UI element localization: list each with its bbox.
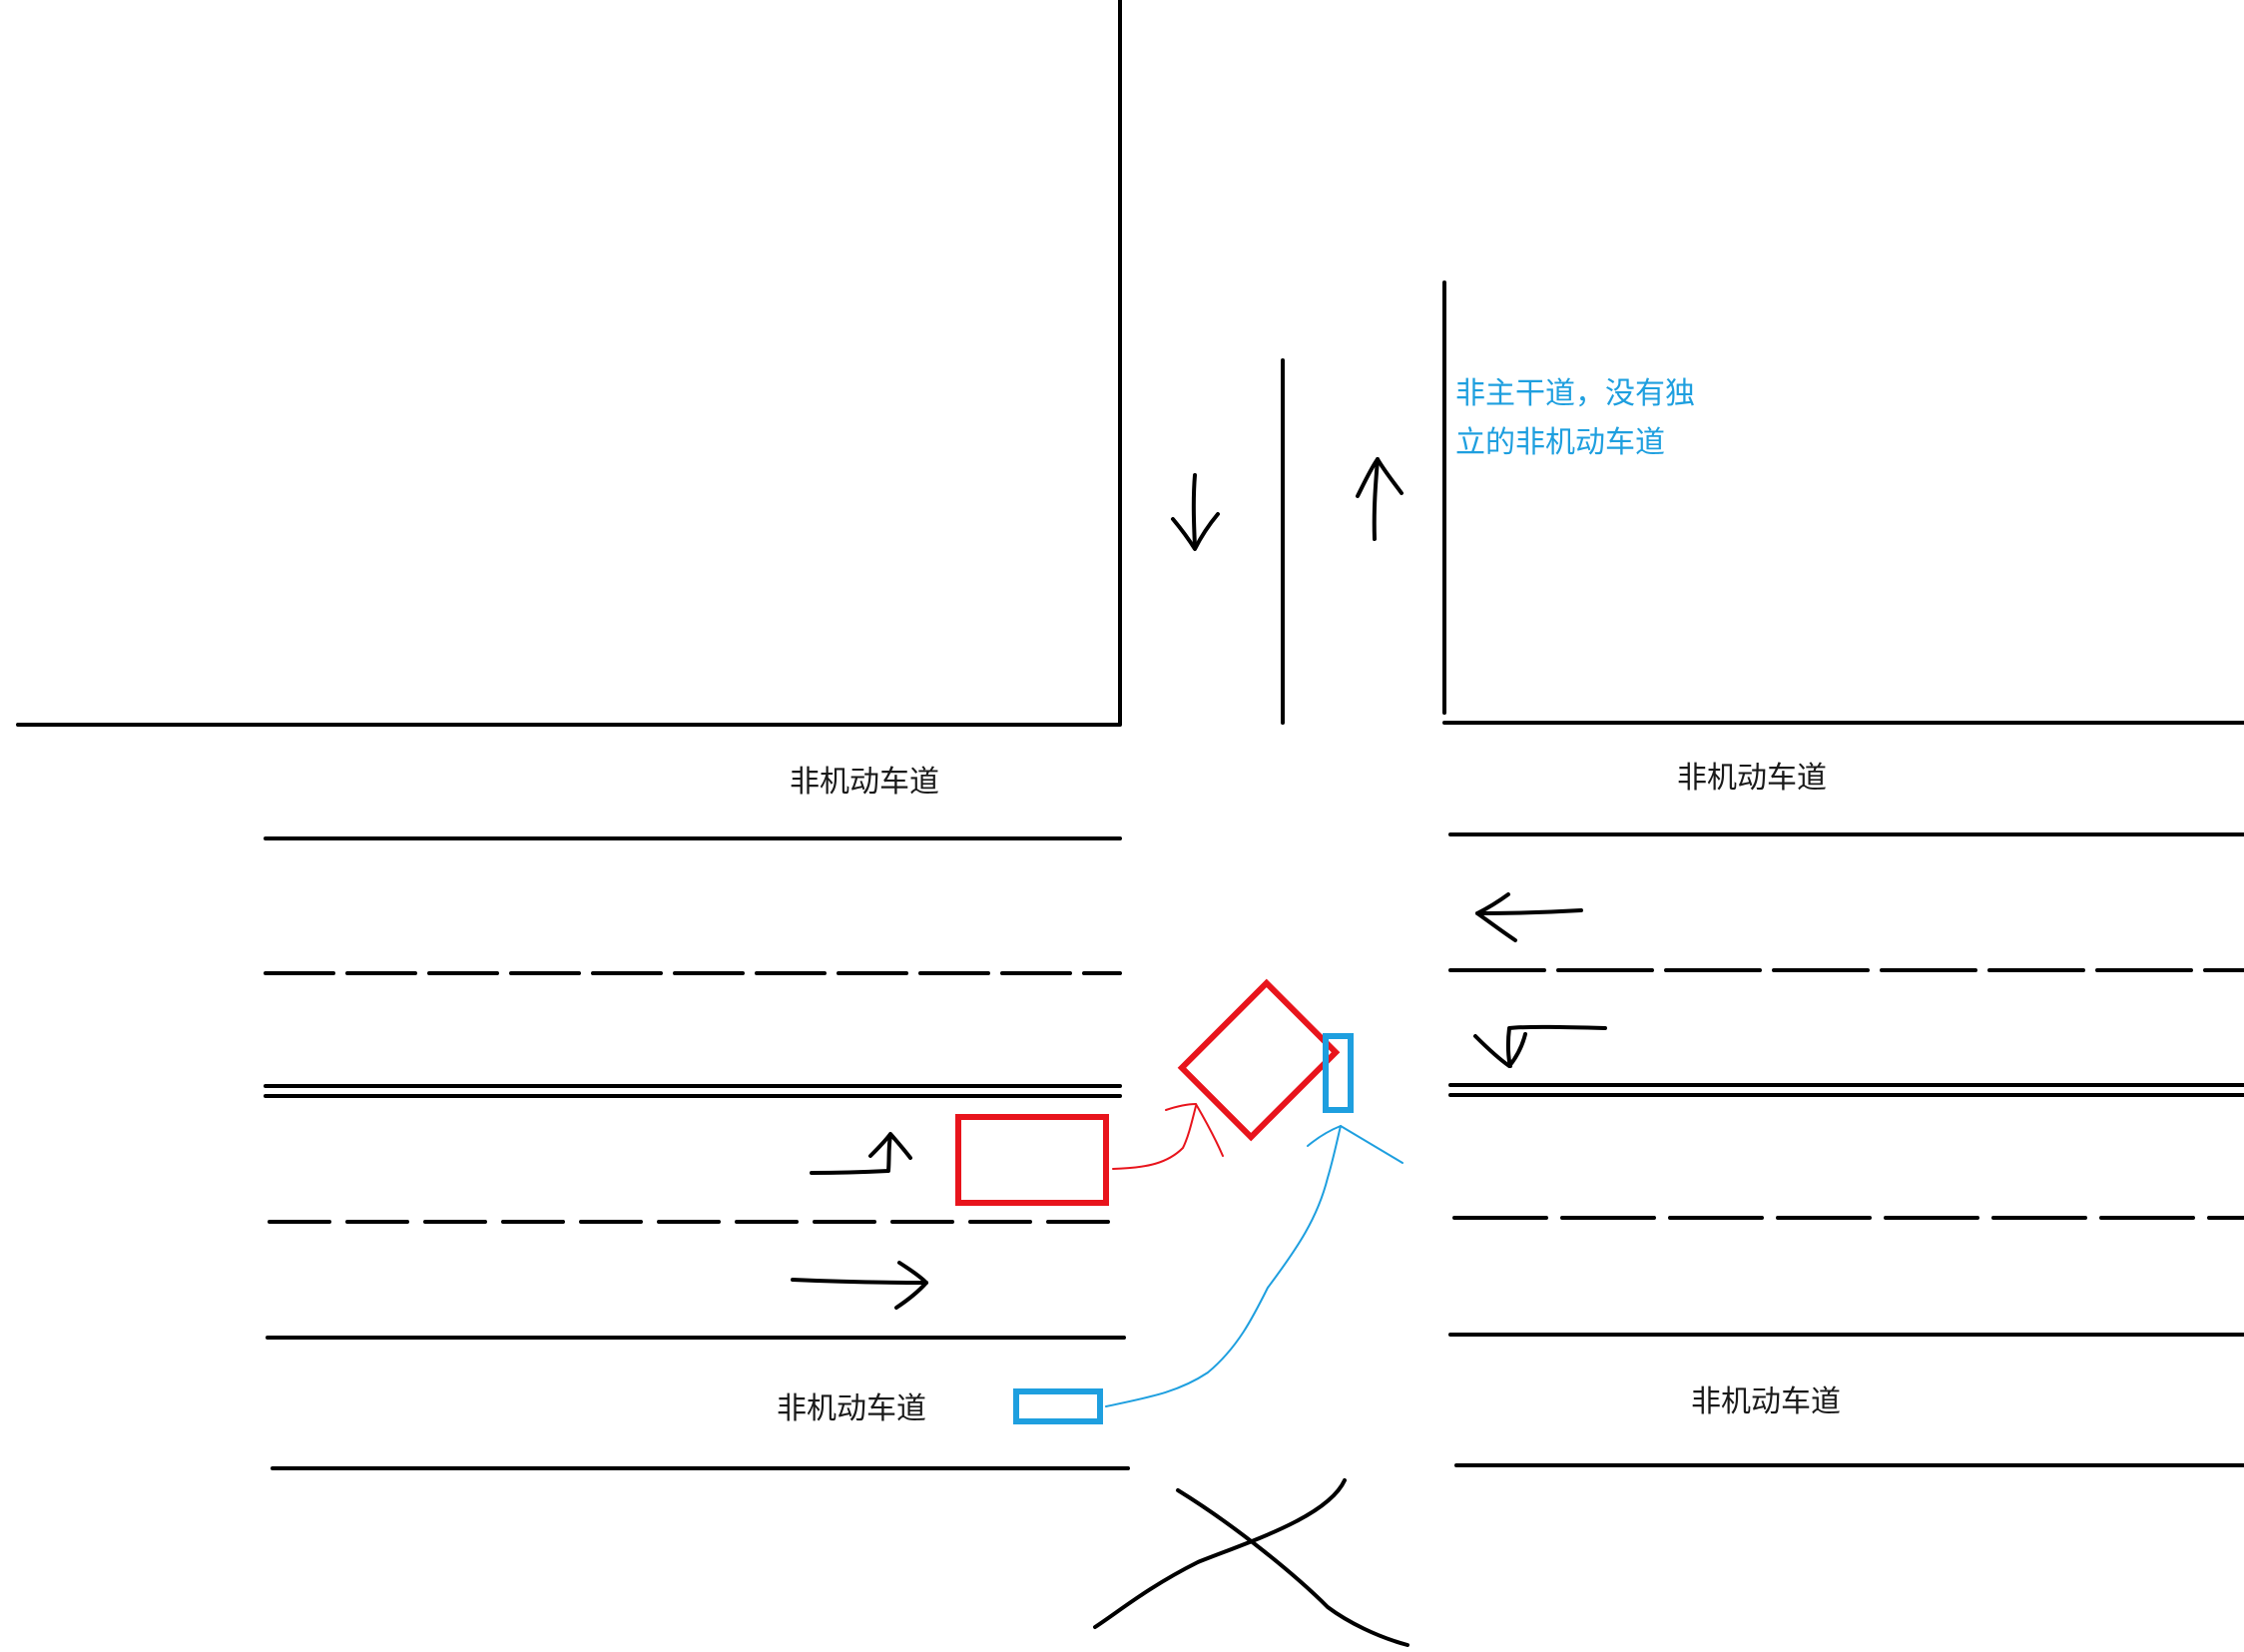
arrow-southbound-icon	[1173, 475, 1218, 549]
red-car-path-icon	[1113, 1104, 1223, 1169]
cross-out-mark-line1	[1178, 1490, 1407, 1645]
side-road-note-line1: 非主干道，没有独	[1455, 376, 1695, 411]
arrow-westbound-icon	[1477, 894, 1581, 940]
red-car-approaching	[958, 1117, 1106, 1203]
bicycle-at-collision	[1326, 1036, 1351, 1110]
arrow-u-turn-icon	[1475, 1027, 1605, 1066]
north-road-left-edge	[18, 0, 1120, 725]
bicycle-approaching	[1016, 1391, 1100, 1421]
bike-lane-label-ne: 非机动车道	[1677, 761, 1827, 796]
bike-lane-label-sw: 非机动车道	[777, 1391, 926, 1426]
red-car-turning	[1182, 983, 1336, 1137]
bicycle-path-icon	[1106, 1126, 1402, 1406]
side-road-note: 非主干道，没有独 立的非机动车道	[1455, 369, 1695, 467]
side-road-note-line2: 立的非机动车道	[1455, 425, 1665, 460]
cross-out-mark-line2	[1095, 1480, 1345, 1627]
arrow-northbound-icon	[1358, 459, 1402, 539]
arrow-left-turn-icon	[812, 1134, 910, 1173]
bike-lane-label-se: 非机动车道	[1691, 1384, 1841, 1419]
bike-lane-label-nw: 非机动车道	[790, 765, 939, 800]
arrow-straight-icon	[793, 1263, 926, 1308]
